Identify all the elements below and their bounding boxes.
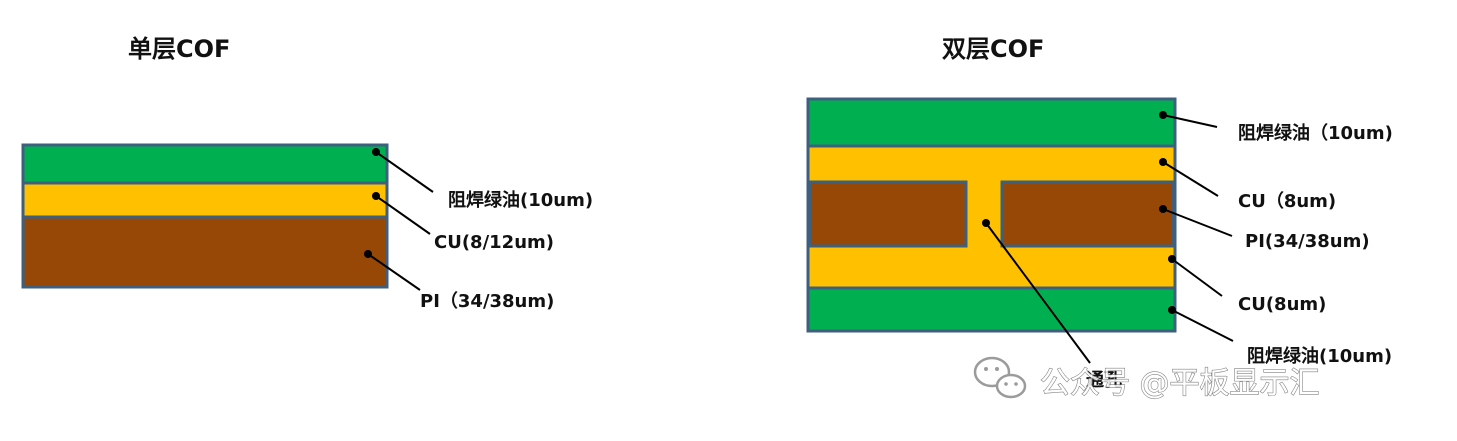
single-polyimide-layer	[21, 215, 389, 289]
single-polyimide-leader	[367, 253, 421, 291]
double-layer-title: 双层COF	[942, 35, 1044, 63]
watermark-text: 公众号 @平板显示汇	[1040, 366, 1320, 401]
via-label: 通孔	[1086, 370, 1122, 391]
single-solder-mask-label: 阻焊绿油(10um)	[448, 189, 593, 211]
single-polyimide-label: PI（34/38um)	[420, 291, 554, 312]
double-polyimide-label: PI(34/38um)	[1245, 231, 1370, 252]
watermark: 公众号 @平板显示汇	[973, 356, 1320, 402]
double-polyimide-leader	[1162, 208, 1233, 237]
double-bottom-solder-mask-leader	[1171, 309, 1234, 342]
double-top-copper-label: CU（8um)	[1238, 191, 1336, 212]
wechat-icon	[973, 356, 1027, 399]
double-top-solder-mask-label: 阻焊绿油（10um)	[1238, 122, 1393, 144]
double-top-solder-mask-layer	[806, 97, 1177, 148]
via-leader	[985, 222, 1091, 364]
single-copper-label: CU(8/12um)	[434, 232, 554, 253]
double-bottom-copper-label: CU(8um)	[1238, 294, 1326, 315]
single-layer-title: 单层COF	[128, 35, 230, 63]
double-polyimide-right	[1000, 180, 1175, 248]
double-layer-cof: 双层COF 阻焊绿油（10um) CU（8um) PI(34/38um) CU(…	[806, 35, 1393, 391]
double-bottom-solder-mask-label: 阻焊绿油(10um)	[1247, 345, 1392, 367]
double-polyimide-left	[808, 180, 968, 248]
double-top-copper-leader	[1162, 161, 1219, 197]
single-solder-mask-leader	[375, 151, 434, 193]
double-top-solder-mask-leader	[1162, 114, 1218, 128]
double-bottom-copper-leader	[1171, 258, 1223, 297]
single-copper-leader	[375, 195, 431, 235]
single-copper-layer	[21, 181, 389, 219]
double-bottom-solder-mask-layer	[806, 286, 1177, 333]
single-layer-cof: 单层COF 阻焊绿油(10um) CU(8/12um) PI（34/38um)	[21, 35, 593, 312]
single-solder-mask-layer	[21, 143, 389, 185]
